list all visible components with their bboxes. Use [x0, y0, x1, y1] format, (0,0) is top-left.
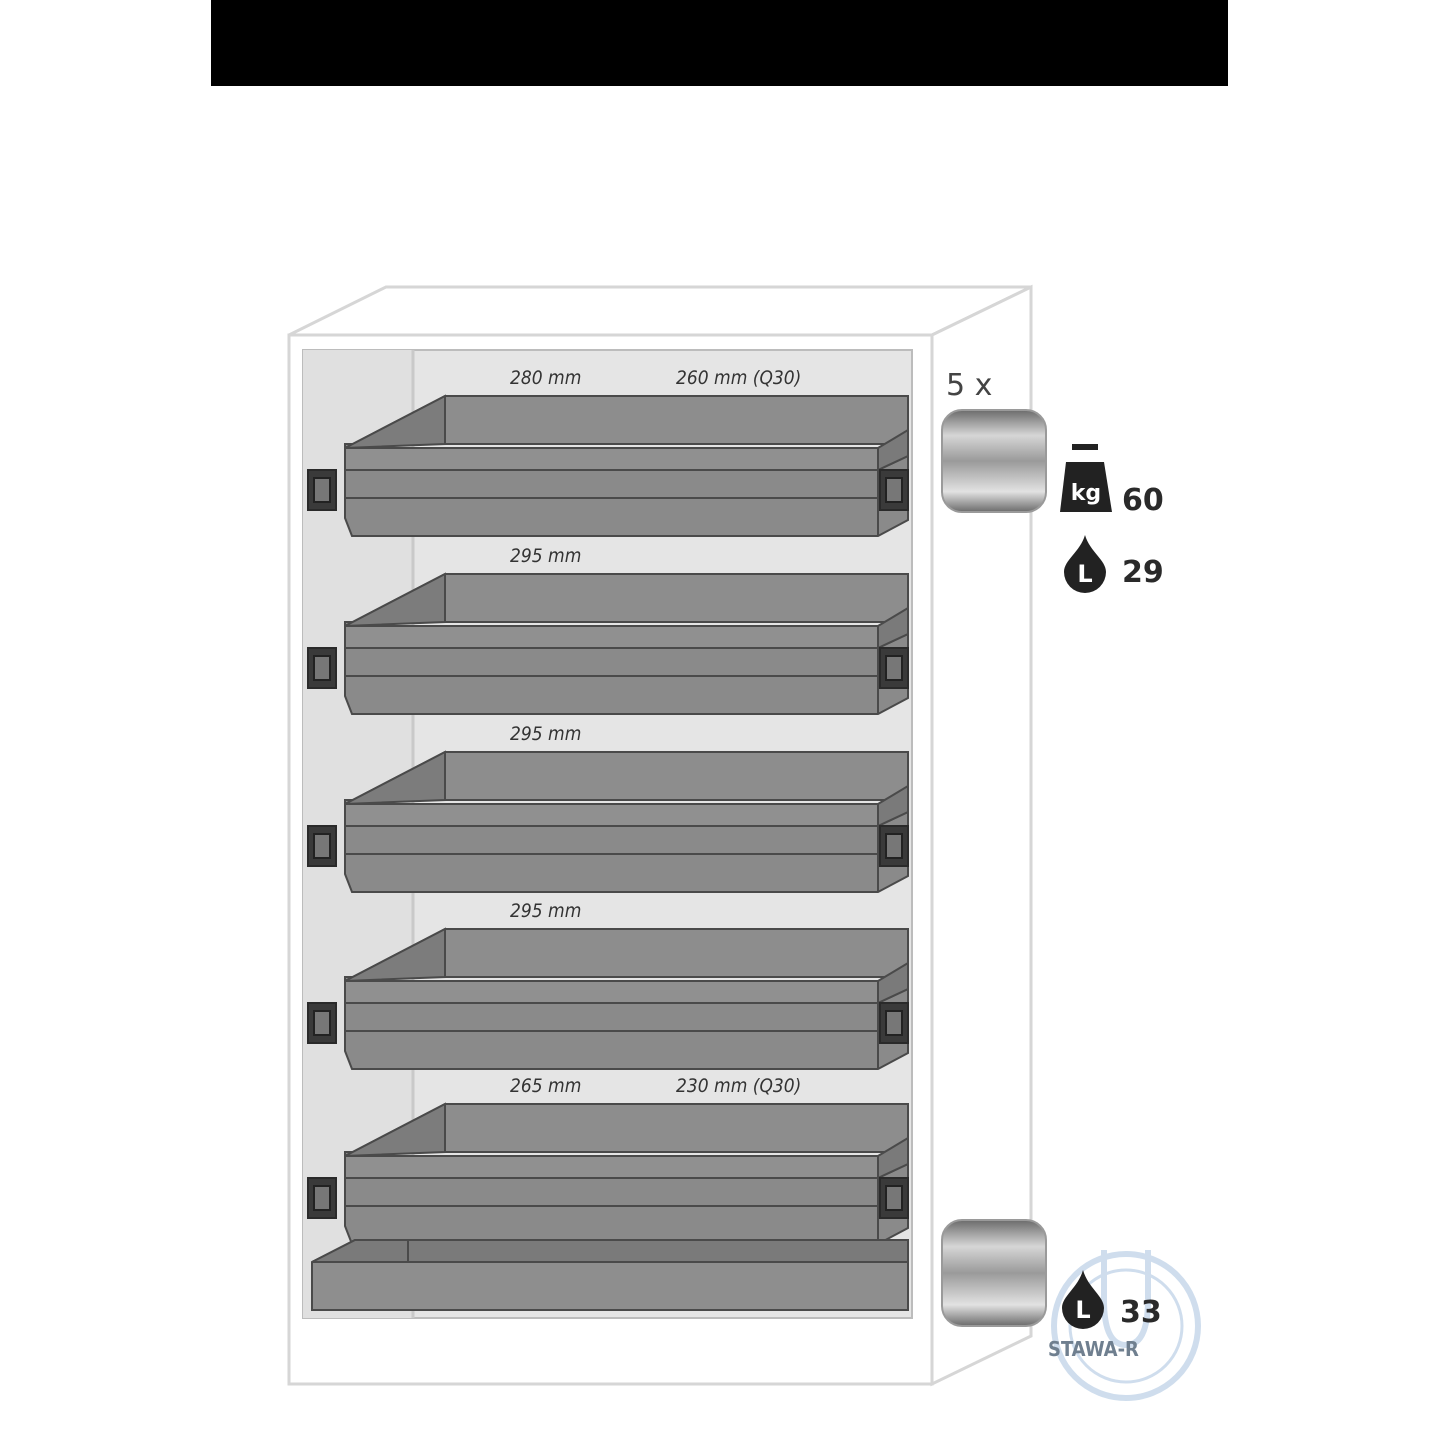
drawer-front-band: [344, 625, 909, 649]
runner-bracket-right-inner: [885, 1010, 903, 1036]
runner-bracket-left: [307, 1002, 337, 1044]
sump-tray: [311, 1239, 909, 1311]
runner-bracket-left-inner: [313, 833, 331, 859]
runner-bracket-left-inner: [313, 655, 331, 681]
weight-icon: kg: [1060, 444, 1112, 512]
runner-bracket-left-inner: [313, 477, 331, 503]
drawer-right-bevel: [877, 606, 909, 650]
drawer-front-band: [344, 980, 909, 1004]
runner-bracket-right-inner: [885, 477, 903, 503]
drawer-height-label: 280 mm: [510, 367, 581, 389]
runner-bracket-left-inner: [313, 1010, 331, 1036]
drawer-volume-value: 29: [1122, 555, 1164, 590]
runner-bracket-right: [879, 1002, 909, 1044]
runner-bracket-right-inner: [885, 833, 903, 859]
hinge-bottom: [941, 1219, 1047, 1327]
drawer-count-label: 5 x: [946, 368, 992, 403]
drawer-5[interactable]: 265 mm 230 mm (Q30): [307, 1075, 909, 1245]
drawer-right-bevel: [877, 1136, 909, 1180]
runner-bracket-right-inner: [885, 655, 903, 681]
drawer-stack: 280 mm 260 mm (Q30) 295 mm 295 mm 295 mm 265 …: [307, 367, 909, 1245]
hinge-top: [941, 409, 1047, 513]
drawer-right-bevel: [877, 961, 909, 1005]
watermark-text: STAWA-R: [1048, 1337, 1139, 1361]
drawer-1[interactable]: 280 mm 260 mm (Q30): [307, 367, 909, 537]
runner-bracket-left: [307, 469, 337, 511]
header-bar: [211, 0, 1228, 86]
sump-volume-value: 33: [1120, 1295, 1162, 1330]
drawer-right-bevel: [877, 428, 909, 472]
drop-icon-sump-volume: L: [1062, 1270, 1104, 1329]
drop-icon-text: L: [1075, 1296, 1090, 1324]
drawer-front-band: [344, 1155, 909, 1179]
drop-icon-drawer-volume: L: [1064, 535, 1106, 593]
drawer-height-label: 295 mm: [510, 723, 581, 745]
runner-bracket-right-inner: [885, 1185, 903, 1211]
drawer-4[interactable]: 295 mm: [307, 900, 909, 1070]
weight-icon-text: kg: [1071, 481, 1101, 506]
drawer-front-band: [344, 803, 909, 827]
drawer-3[interactable]: 295 mm: [307, 723, 909, 893]
drawer-height-label-q30: 260 mm (Q30): [676, 367, 801, 389]
drop-icon-text: L: [1077, 560, 1092, 588]
drawer-height-label: 295 mm: [510, 545, 581, 567]
drawer-height-label-q30: 230 mm (Q30): [676, 1075, 801, 1097]
load-value: 60: [1122, 483, 1164, 518]
drawer-front-band: [344, 447, 909, 471]
drawer-right-bevel: [877, 784, 909, 828]
drawer-height-label: 295 mm: [510, 900, 581, 922]
watermark-flask-icon: [1051, 1250, 1201, 1401]
drawer-height-label: 265 mm: [510, 1075, 581, 1097]
drawer-2[interactable]: 295 mm: [307, 545, 909, 715]
runner-bracket-right: [879, 469, 909, 511]
runner-bracket-left-inner: [313, 1185, 331, 1211]
